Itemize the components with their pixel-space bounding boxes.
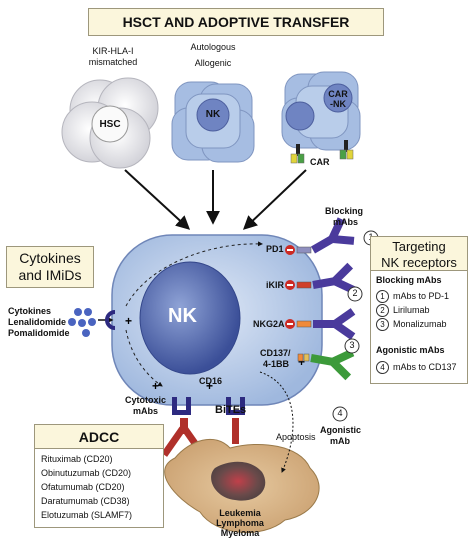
blocking-item: 3 Monalizumab bbox=[376, 318, 447, 331]
blocking-heading: Blocking mAbs bbox=[376, 275, 442, 285]
tumor-label: Lymphoma bbox=[216, 518, 264, 528]
nk-cell-label: NK bbox=[168, 305, 197, 327]
agonistic-label-1: Agonistic bbox=[320, 425, 362, 435]
cytotoxic-label-2: mAbs bbox=[133, 406, 159, 416]
receptor-pd1: PD1 bbox=[266, 244, 284, 254]
car-nk-label-2: -NK bbox=[330, 99, 346, 109]
antibody-number: 2 bbox=[352, 288, 358, 298]
cytokines-list-item: Cytokines bbox=[8, 306, 52, 316]
nk-cell bbox=[111, 234, 323, 406]
targeting-title-2: NK receptors bbox=[381, 255, 457, 270]
nk-cluster bbox=[171, 81, 255, 163]
agonistic-heading: Agonistic mAbs bbox=[376, 345, 445, 355]
autologous-label: Autologous bbox=[190, 42, 236, 52]
antibody-number: 4 bbox=[337, 408, 343, 418]
cd137-receptor bbox=[297, 353, 310, 362]
cytokines-title-2: and IMiDs bbox=[18, 267, 82, 283]
adcc-item: Elotuzumab (SLAMF7) bbox=[41, 510, 133, 520]
car-nk-cluster bbox=[281, 71, 361, 164]
agonistic-label-2: mAb bbox=[330, 436, 350, 446]
adcc-item: Obinutuzumab (CD20) bbox=[41, 468, 132, 478]
transfer-arrows bbox=[124, 169, 307, 230]
adcc-item: Daratumumab (CD38) bbox=[41, 496, 130, 506]
adcc-list-box: Rituximab (CD20) Obinutuzumab (CD20) Ofa… bbox=[34, 448, 164, 528]
bites-antibody bbox=[232, 418, 239, 444]
receptor-cd16: CD16 bbox=[199, 376, 223, 386]
kir-label-2: mismatched bbox=[88, 57, 138, 67]
kir-label-1: KIR-HLA-I bbox=[92, 46, 134, 56]
plus-icon: + + + + bbox=[125, 314, 305, 393]
cytokines-list-item: Pomalidomide bbox=[8, 328, 70, 338]
receptor-cd137: CD137/ bbox=[260, 348, 291, 358]
ikir-receptor bbox=[296, 281, 312, 289]
hsc-label: HSC bbox=[99, 119, 121, 130]
targeting-title-1: Targeting bbox=[392, 239, 446, 254]
blocking-item-text: mAbs to PD-1 bbox=[393, 290, 450, 301]
blocking-label-2: mAbs bbox=[333, 217, 359, 227]
number-circle-icon: 2 bbox=[376, 304, 389, 317]
header-title: HSCT AND ADOPTIVE TRANSFER bbox=[122, 14, 350, 30]
agonistic-item-text: mAbs to CD137 bbox=[393, 361, 457, 372]
agonistic-item: 4 mAbs to CD137 bbox=[376, 361, 457, 374]
number-circle-icon: 3 bbox=[376, 318, 389, 331]
cytotoxic-label-1: Cytotoxic bbox=[125, 395, 167, 405]
header-box: HSCT AND ADOPTIVE TRANSFER bbox=[88, 8, 384, 36]
svg-text:+: + bbox=[152, 379, 159, 393]
receptor-nkg2a: NKG2A bbox=[253, 319, 285, 329]
nk-small-label: NK bbox=[205, 109, 221, 120]
blocking-item-text: Lirilumab bbox=[393, 304, 430, 315]
number-circle-icon: 1 bbox=[376, 290, 389, 303]
receptor-ikir: iKIR bbox=[266, 280, 284, 290]
bites-label: BiTEs bbox=[215, 404, 247, 416]
adcc-title-box: ADCC bbox=[34, 424, 164, 450]
blocking-item: 1 mAbs to PD-1 bbox=[376, 290, 449, 303]
blocking-item: 2 Lirilumab bbox=[376, 304, 430, 317]
hsc-cluster bbox=[61, 77, 159, 169]
allogenic-label: Allogenic bbox=[194, 58, 232, 68]
adcc-item: Rituximab (CD20) bbox=[41, 454, 113, 464]
targeting-list-box: Blocking mAbs 1 mAbs to PD-1 2 Lirilumab 3… bbox=[370, 270, 468, 384]
svg-text:+: + bbox=[125, 314, 132, 328]
antibody-number: 3 bbox=[349, 340, 355, 350]
cytokine-beads bbox=[68, 308, 116, 337]
blocking-item-text: Monalizumab bbox=[393, 318, 447, 329]
number-circle-icon: 4 bbox=[376, 361, 389, 374]
cytokines-list-item: Lenalidomide bbox=[8, 317, 67, 327]
car-label: CAR bbox=[310, 157, 330, 167]
pd1-receptor bbox=[296, 246, 312, 254]
cytokines-box: Cytokines and IMiDs bbox=[6, 246, 94, 288]
cytokines-title-1: Cytokines bbox=[19, 250, 81, 266]
nkg2a-receptor bbox=[296, 320, 312, 328]
signal-path-down bbox=[125, 329, 163, 387]
apoptosis-arrow bbox=[259, 371, 294, 473]
tumor-label: Leukemia bbox=[219, 508, 261, 518]
svg-text:+: + bbox=[298, 355, 305, 369]
blocking-label-1: Blocking bbox=[325, 206, 364, 216]
antibody-icon bbox=[310, 217, 357, 381]
cd16-receptors bbox=[172, 397, 245, 415]
receptor-41bb: 4-1BB bbox=[263, 359, 290, 369]
signal-path bbox=[125, 241, 263, 307]
adcc-item: Ofatumumab (CD20) bbox=[41, 482, 125, 492]
car-nk-label-1: CAR bbox=[328, 89, 348, 99]
svg-text:+: + bbox=[206, 379, 213, 393]
tumor-cell bbox=[164, 438, 320, 533]
adcc-title: ADCC bbox=[78, 429, 120, 445]
minus-icon bbox=[285, 245, 295, 329]
tumor-label: Myeloma bbox=[220, 528, 260, 538]
targeting-box: Targeting NK receptors bbox=[370, 236, 468, 272]
apoptosis-label: Apoptosis bbox=[276, 432, 316, 442]
